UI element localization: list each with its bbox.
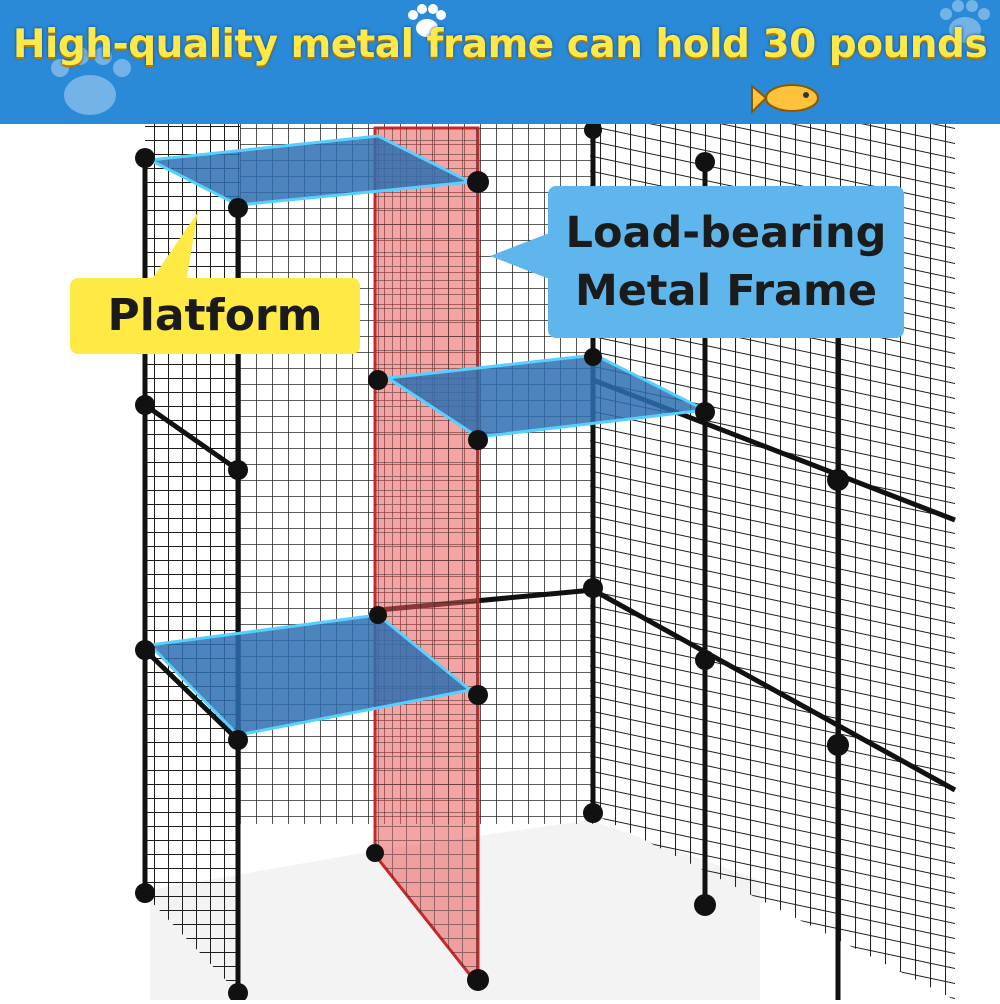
- frame-label-line1: Load-bearing: [565, 208, 887, 258]
- top-banner: High-quality metal frame can hold 30 pou…: [0, 0, 1000, 124]
- paw-icon: [940, 0, 990, 43]
- banner-title: High-quality metal frame can hold 30 pou…: [12, 22, 988, 67]
- left-grid-wall: [145, 124, 240, 995]
- frame-callout: Load-bearing Metal Frame: [548, 186, 904, 338]
- platform-label: Platform: [107, 290, 323, 341]
- fish-icon: [751, 83, 819, 115]
- frame-pointer: [490, 232, 552, 280]
- paw-icon: [51, 47, 131, 115]
- paw-icon: [408, 4, 446, 37]
- connectors: [135, 121, 849, 1003]
- right-grid-wall: [590, 124, 955, 1000]
- platform-pointer: [150, 212, 198, 282]
- frame-label-line2: Metal Frame: [574, 266, 878, 316]
- platform-callout: Platform: [70, 278, 360, 354]
